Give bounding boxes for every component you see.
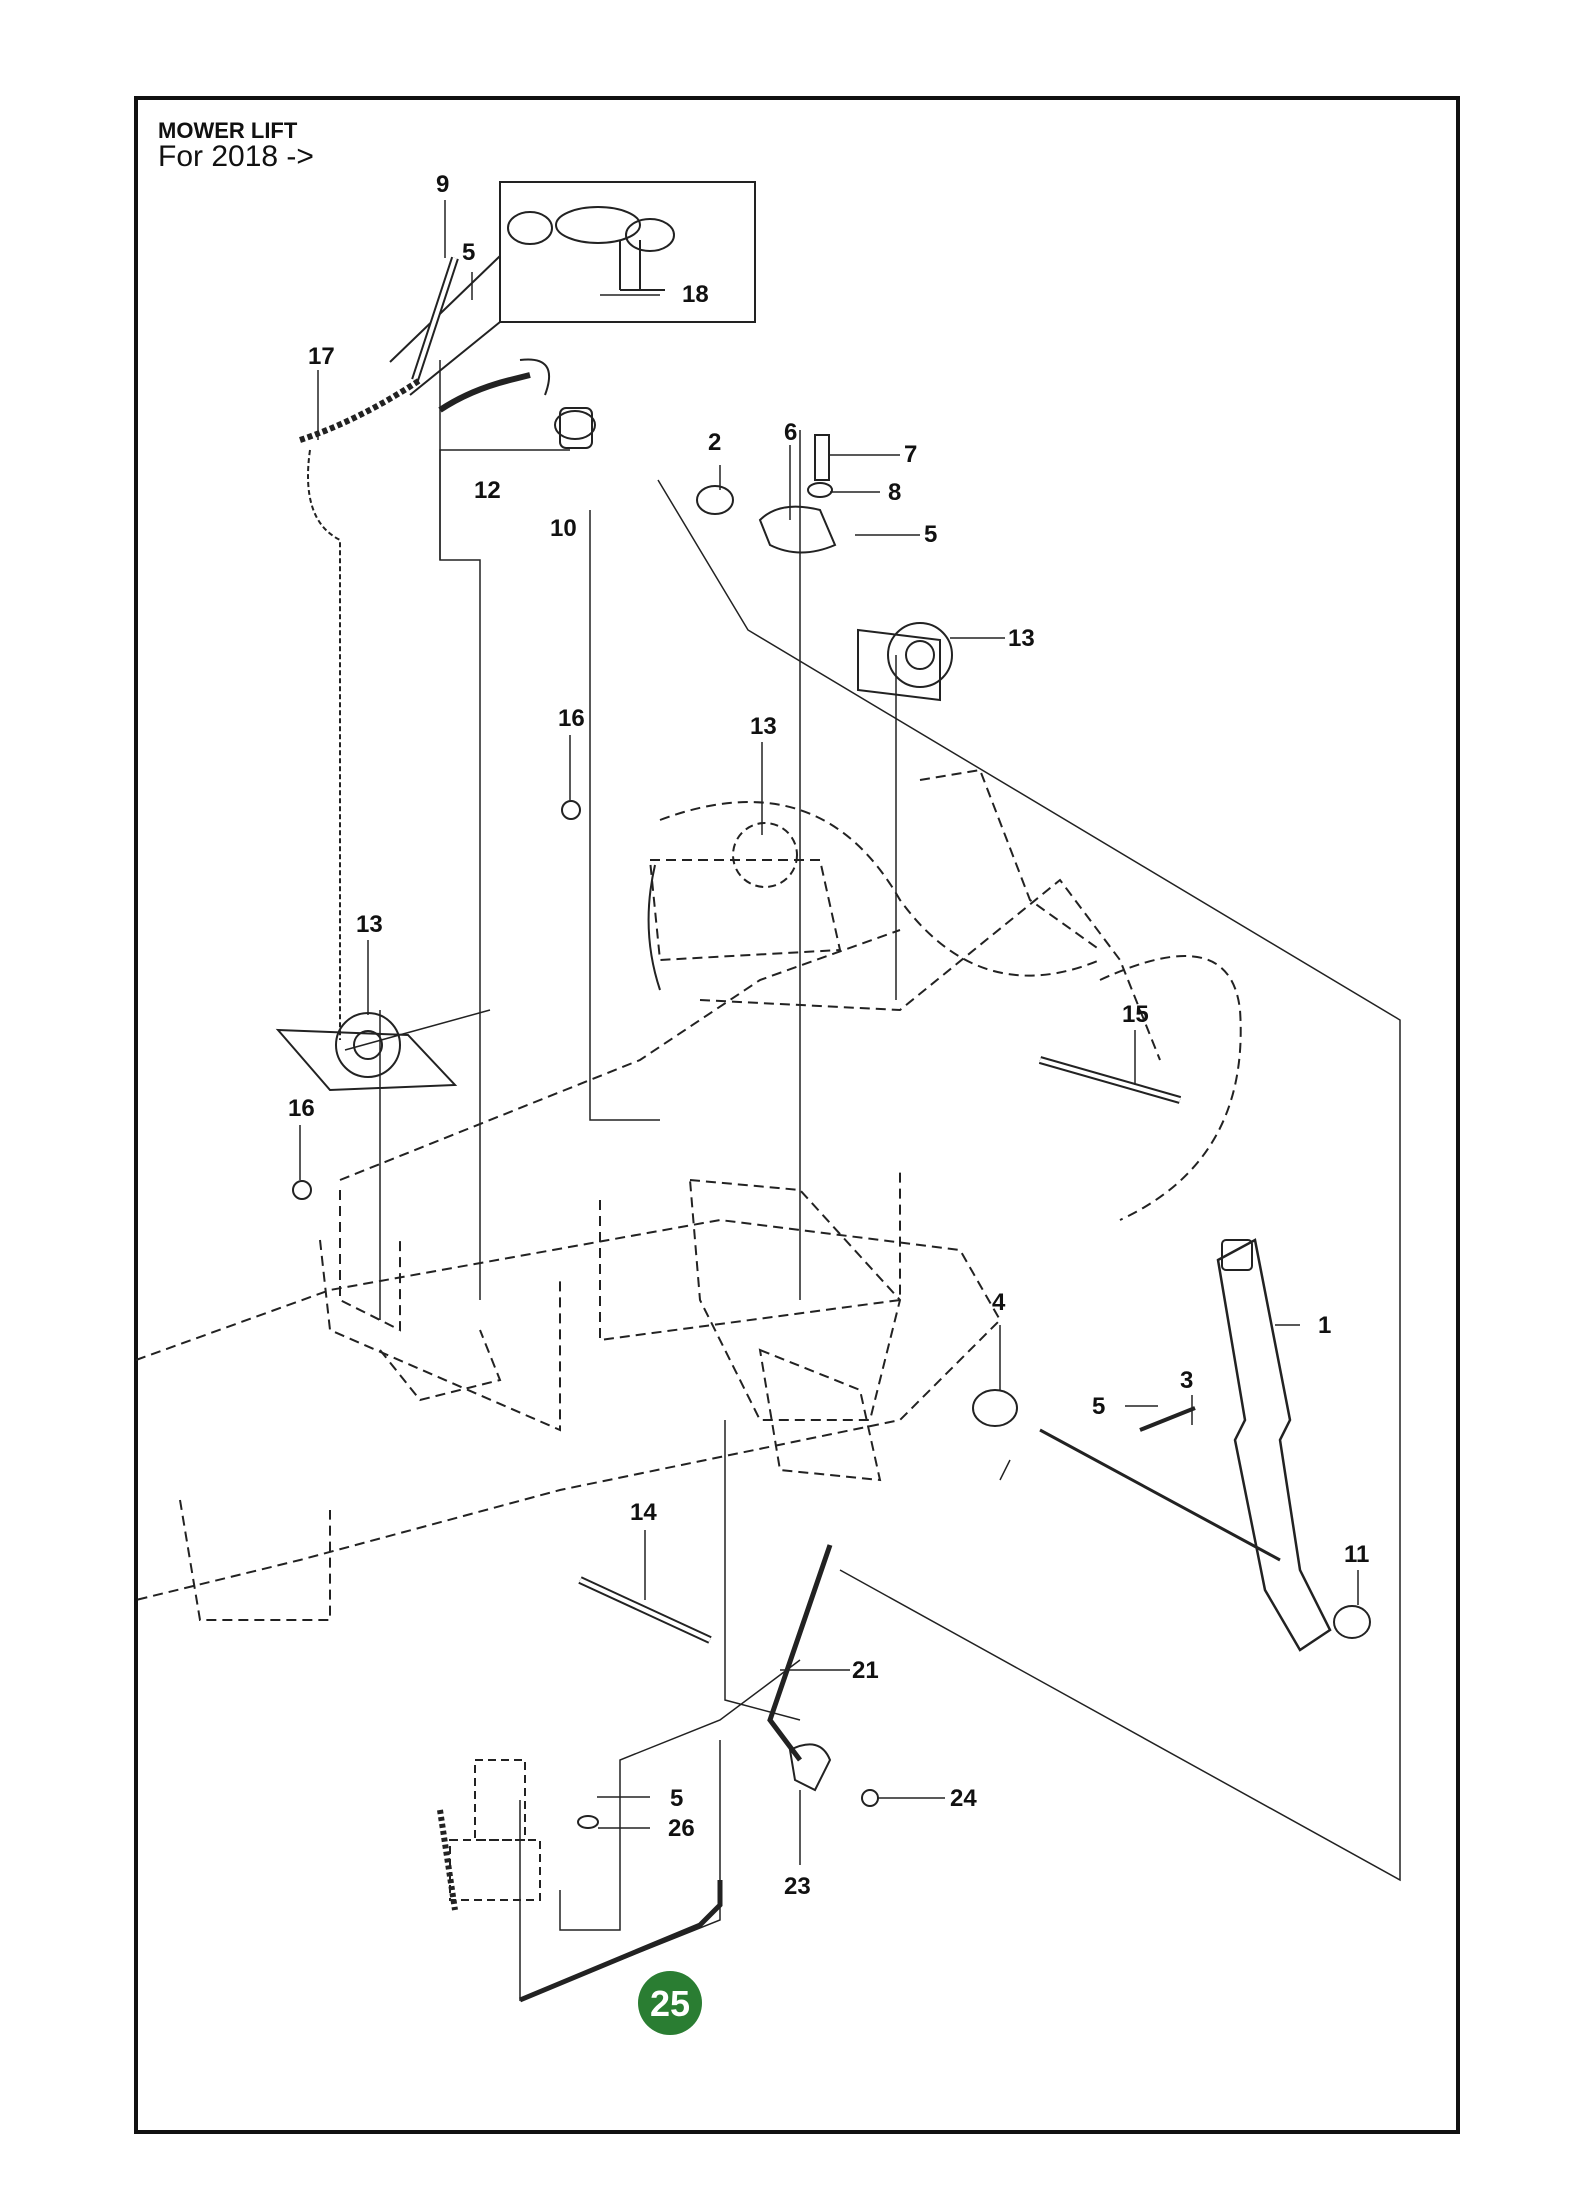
- part-16-clips: [292, 800, 581, 1200]
- callout-8: 8: [888, 479, 901, 506]
- page-number-badge: 25: [638, 1971, 702, 2035]
- page-badge-circle: [638, 1971, 702, 2035]
- diagram-subtitle: For 2018 ->: [158, 140, 314, 173]
- leader-lines: [344, 360, 1401, 2002]
- callout-2: 2: [708, 429, 721, 456]
- part-6-bracket: [696, 434, 837, 554]
- callout-26: 26: [668, 1815, 695, 1842]
- callout-5-bottom: 5: [670, 1785, 683, 1812]
- callout-18: 18: [682, 281, 709, 308]
- part-9-rod: [299, 256, 459, 1040]
- part-15-rod: [1038, 1056, 1182, 1104]
- callout-16-left: 16: [288, 1095, 315, 1122]
- callout-5-bracket: 5: [924, 521, 937, 548]
- callout-13-top: 13: [1008, 625, 1035, 652]
- callout-23: 23: [784, 1873, 811, 1900]
- part-1-handle: [1216, 1238, 1332, 1652]
- callout-17: 17: [308, 343, 335, 370]
- callout-1: 1: [1318, 1312, 1331, 1339]
- callout-21: 21: [852, 1657, 879, 1684]
- callout-10: 10: [550, 515, 577, 542]
- callout-12: 12: [474, 477, 501, 504]
- page-badge-number: 25: [650, 1983, 690, 2024]
- callout-5-handle: 5: [1092, 1393, 1105, 1420]
- callout-11: 11: [1344, 1541, 1369, 1568]
- callout-24: 24: [950, 1785, 977, 1812]
- chain-detail-inset: [389, 181, 756, 396]
- part-3-pin: [1139, 1406, 1196, 1432]
- callout-ticks: [299, 200, 1359, 1865]
- chassis-frame: [135, 768, 1242, 1621]
- callout-3: 3: [1180, 1367, 1193, 1394]
- diagram-title: MOWER LIFT: [158, 118, 298, 143]
- part-4-nut: [972, 1389, 1018, 1427]
- part-25-rod: [437, 1759, 723, 2003]
- part-14-rod: [578, 1576, 712, 1644]
- callout-13-left: 13: [356, 911, 383, 938]
- callout-numbers: 9 5 17 18 12 10 2 6 7 8 5 13 13 16 13 16…: [288, 171, 1369, 1900]
- part-13-pulleys: [275, 622, 953, 1092]
- callout-4: 4: [992, 1289, 1006, 1316]
- callout-9: 9: [436, 171, 449, 198]
- callout-6: 6: [784, 419, 797, 446]
- callout-15: 15: [1122, 1001, 1149, 1028]
- part-11-bushing: [1333, 1605, 1371, 1639]
- callout-16-top: 16: [558, 705, 585, 732]
- callout-14: 14: [630, 1499, 657, 1526]
- part-21-link: [767, 1544, 833, 1762]
- part-23-bracket: [788, 1743, 879, 1807]
- callout-13-middle: 13: [750, 713, 777, 740]
- part-12-spring: [438, 358, 596, 449]
- chassis-rails: [579, 864, 1281, 1642]
- page-frame: [134, 96, 1460, 2134]
- callout-7: 7: [904, 441, 917, 468]
- callout-5-top: 5: [462, 239, 475, 266]
